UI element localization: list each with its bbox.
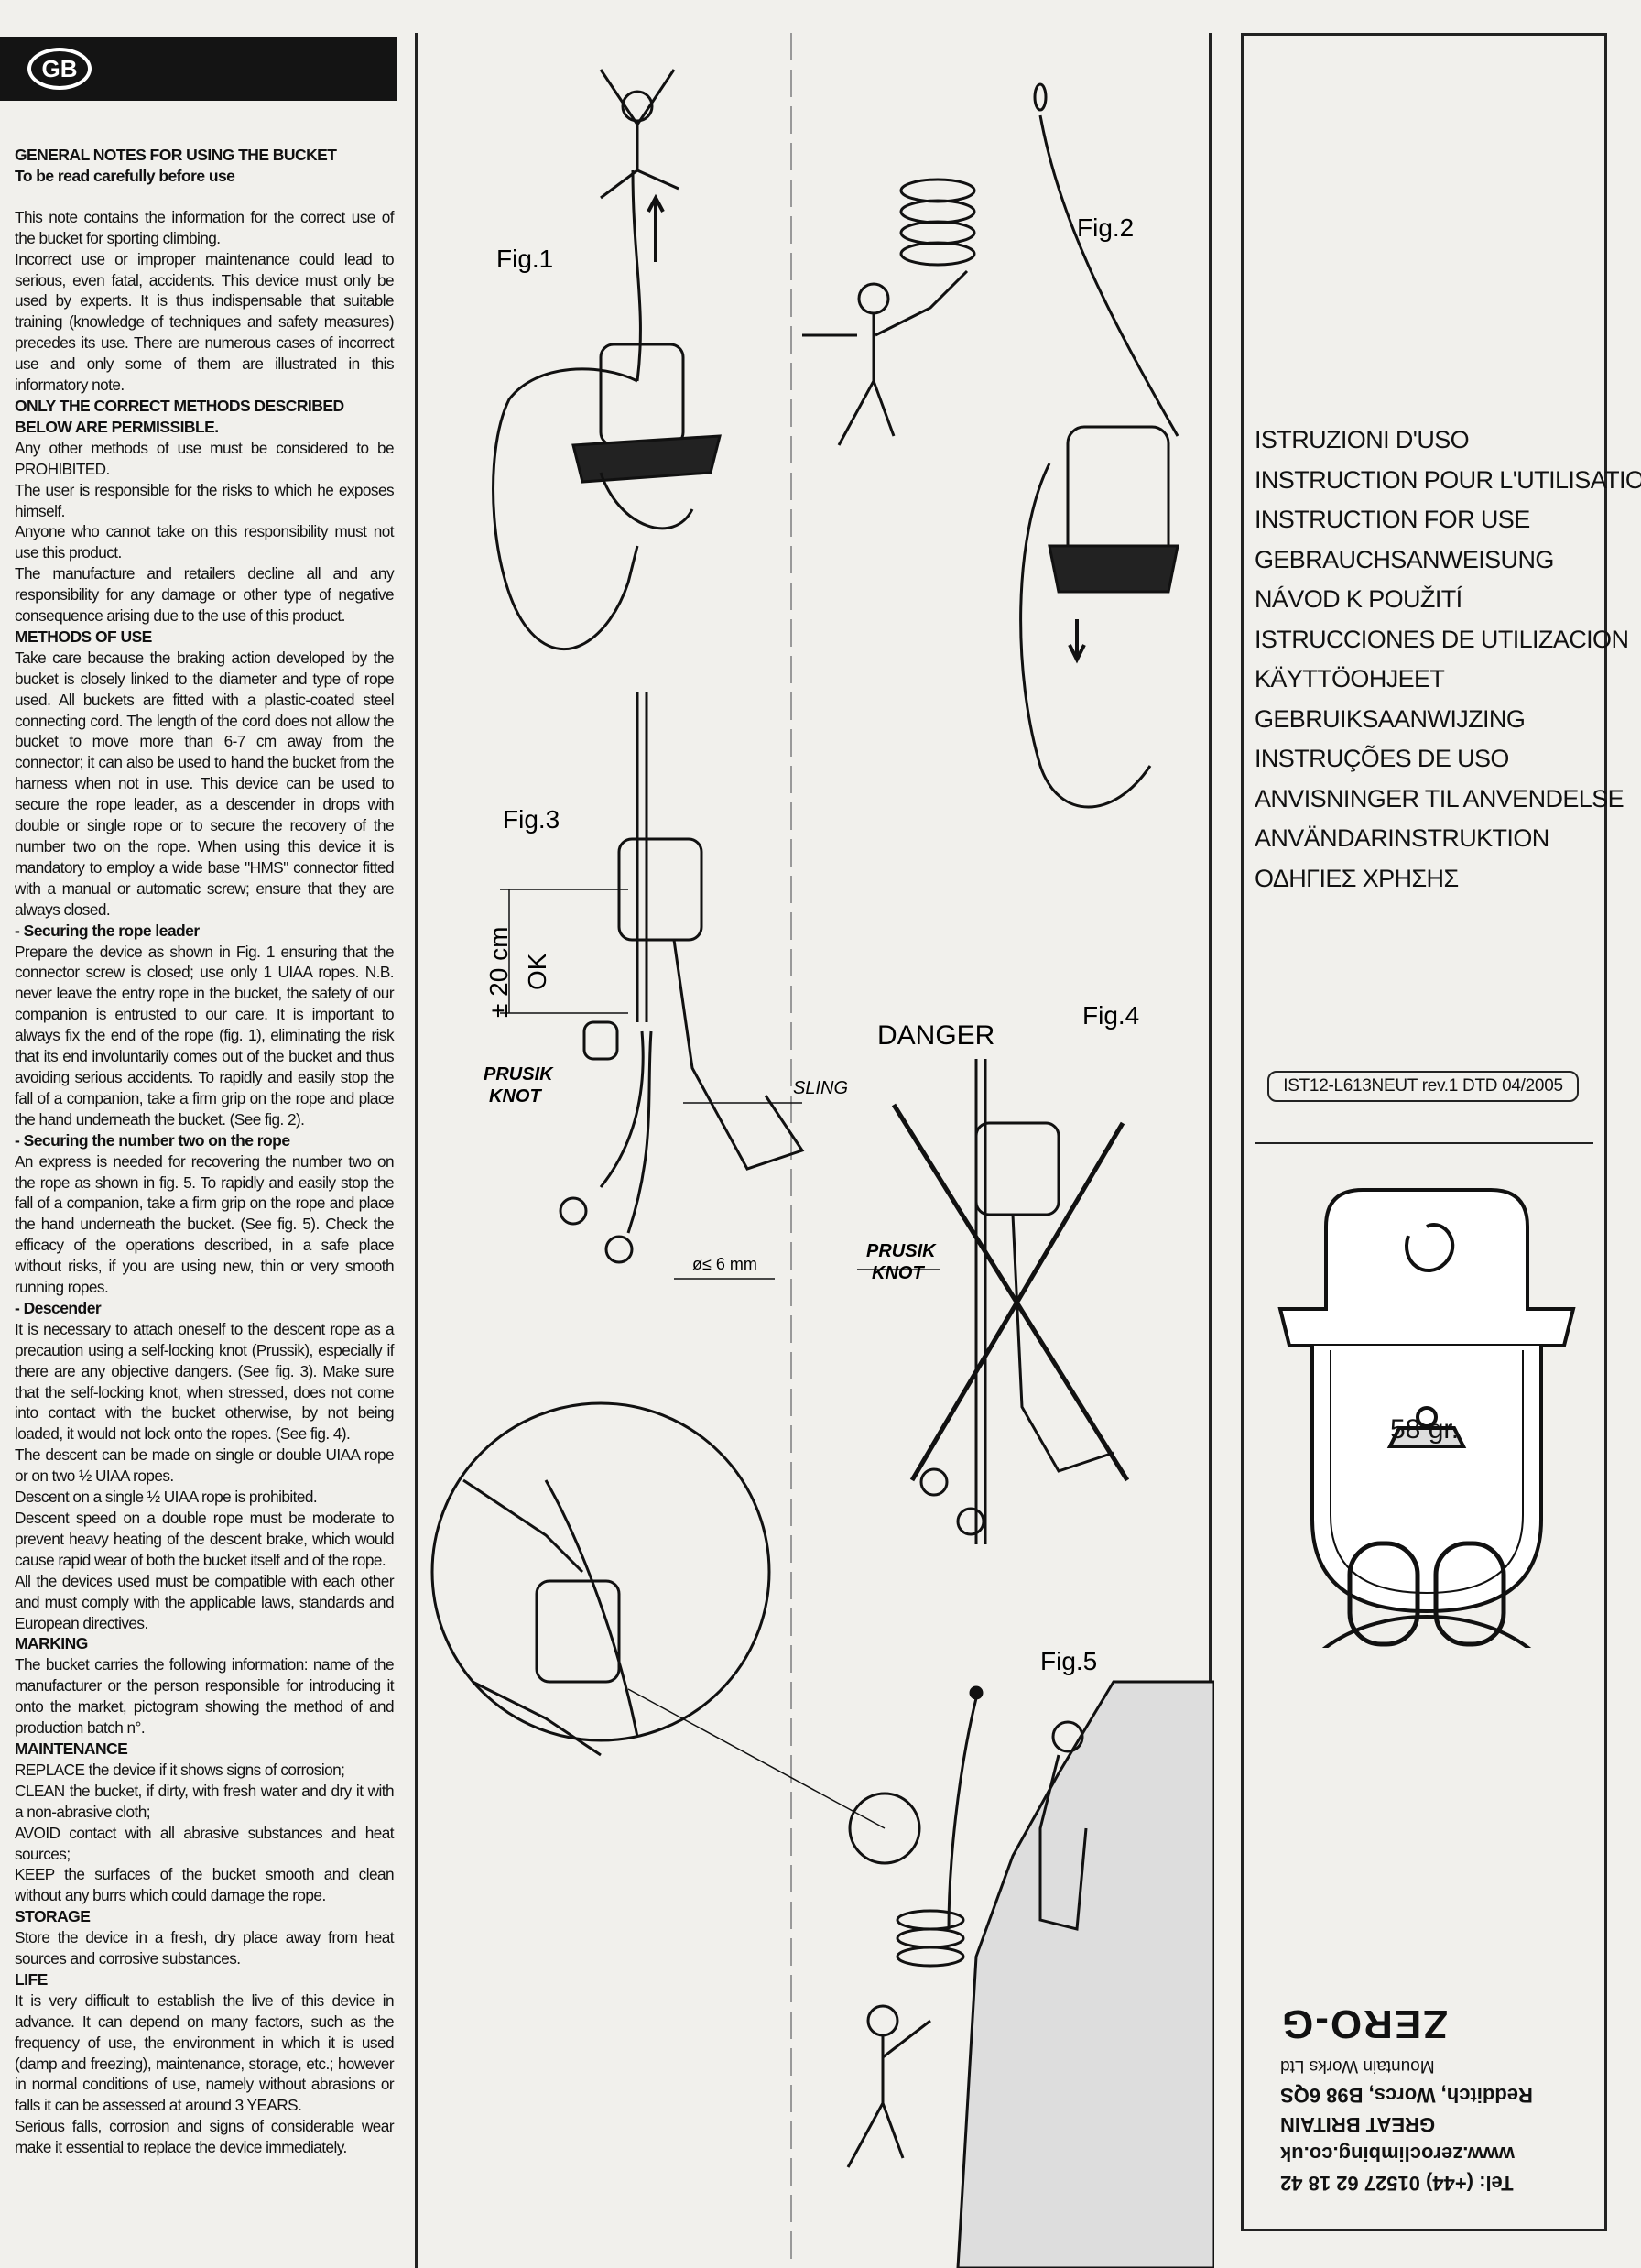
paragraph: Descent on a single ½ UIAA rope is prohi… xyxy=(15,1488,318,1507)
danger-label: DANGER xyxy=(877,1020,994,1051)
paragraph: Descent speed on a double rope must be m… xyxy=(15,1509,395,1569)
knot-label-fig4: KNOT xyxy=(872,1263,925,1283)
language-item: GEBRUIKSAANWIJZING xyxy=(1255,704,1526,733)
fig4-illustration xyxy=(857,1059,1130,1544)
language-item: NÁVOD K POUŽITÍ xyxy=(1255,585,1462,613)
language-item: INSTRUÇÕES DE USO xyxy=(1255,745,1509,772)
section-heading: - Securing the number two on the rope xyxy=(15,1130,290,1150)
company-info: Tel: (+44) 01527 62 18 42 www.zeroclimbi… xyxy=(1271,1923,1582,2197)
paragraph: This note contains the information for t… xyxy=(15,207,395,247)
company-address: Redditch, Worcs, B98 6QS xyxy=(1280,2084,1533,2107)
paragraph: Store the device in a fresh, dry place a… xyxy=(15,1928,395,1968)
prusik-label: PRUSIK xyxy=(484,1064,554,1085)
prusik-label-fig4: PRUSIK xyxy=(866,1241,937,1261)
paragraph: Anyone who cannot take on this responsib… xyxy=(15,522,395,562)
section-heading: LIFE xyxy=(15,1969,48,1989)
document-reference: IST12-L613NEUT rev.1 DTD 04/2005 xyxy=(1267,1071,1579,1102)
paragraph: An express is needed for recovering the … xyxy=(15,1151,395,1297)
language-item: ISTRUZIONI D'USO xyxy=(1255,426,1470,453)
language-list: ISTRUZIONI D'USO INSTRUCTION POUR L'UTIL… xyxy=(1255,420,1641,899)
fig4-label: Fig.4 xyxy=(1082,1001,1139,1030)
section-heading: - Securing the rope leader xyxy=(15,921,200,940)
fig1-illustration xyxy=(492,69,722,650)
diameter-label: ø≤ 6 mm xyxy=(692,1255,757,1273)
company-name: Mountain Works Ltd xyxy=(1280,2056,1435,2076)
device-weight: 58 gr. xyxy=(1390,1414,1460,1445)
instructions-text: GENERAL NOTES FOR USING THE BUCKET To be… xyxy=(15,145,395,2158)
dimension-label: ± 20 cm xyxy=(484,927,513,1018)
instructions-column: GB GENERAL NOTES FOR USING THE BUCKET To… xyxy=(0,0,397,2268)
company-web: www.zeroclimbing.co.uk xyxy=(1280,2143,1515,2165)
fig5-illustration xyxy=(430,1401,1214,2268)
fig5-label: Fig.5 xyxy=(1040,1647,1097,1675)
section-heading: METHODS OF USE xyxy=(15,627,152,646)
figures-illustration: Fig.1 Fig.2 xyxy=(430,33,1214,2268)
divider xyxy=(1255,1142,1593,1144)
section-heading: - Descender xyxy=(15,1298,102,1317)
paragraph: The user is responsible for the risks to… xyxy=(15,480,395,520)
paragraph: It is very difficult to establish the li… xyxy=(15,1990,395,2115)
paragraph: It is necessary to attach oneself to the… xyxy=(15,1319,395,1444)
section-heading: MAINTENANCE xyxy=(15,1739,128,1758)
paragraph: Serious falls, corrosion and signs of co… xyxy=(15,2117,395,2157)
language-item: ΟΔΗΓΙΕΣ ΧΡΗΣΗΣ xyxy=(1255,864,1459,892)
section-heading: STORAGE xyxy=(15,1907,91,1926)
paragraph: Incorrect use or improper maintenance co… xyxy=(15,249,395,395)
paragraph: CLEAN the bucket, if dirty, with fresh w… xyxy=(15,1781,395,1821)
paragraph: Any other methods of use must be conside… xyxy=(15,438,395,478)
paragraph: The descent can be made on single or dou… xyxy=(15,1445,395,1486)
company-country: GREAT BRITAIN xyxy=(1280,2113,1436,2136)
device-illustration xyxy=(1277,1188,1576,1648)
paragraph: The bucket carries the following informa… xyxy=(15,1655,395,1738)
fig3-label: Fig.3 xyxy=(503,805,560,834)
paragraph: All the devices used must be compatible … xyxy=(15,1571,395,1632)
language-item: ISTRUCCIONES DE UTILIZACION xyxy=(1255,625,1629,653)
doc-title: GENERAL NOTES FOR USING THE BUCKET xyxy=(15,146,337,164)
language-item: INSTRUCTION POUR L'UTILISATION xyxy=(1255,465,1641,494)
paragraph: The manufacture and retailers decline al… xyxy=(15,564,395,626)
company-tel: Tel: (+44) 01527 62 18 42 xyxy=(1280,2172,1514,2195)
language-item: GEBRAUCHSANWEISUNG xyxy=(1255,545,1554,573)
paragraph: Prepare the device as shown in Fig. 1 en… xyxy=(15,942,395,1129)
fig2-illustration xyxy=(802,82,1179,809)
ok-label: OK xyxy=(523,953,551,990)
language-item: KÄYTTÖOHJEET xyxy=(1255,665,1445,692)
sling-label: SLING xyxy=(793,1078,848,1098)
warning-heading: ONLY THE CORRECT METHODS DESCRIBED BELOW… xyxy=(15,396,344,436)
device-bottom-view xyxy=(1321,1615,1532,1648)
fig3-illustration xyxy=(500,692,805,1280)
figures-panel: Fig.1 Fig.2 xyxy=(415,33,1214,2268)
doc-subtitle: To be read carefully before use xyxy=(15,166,235,185)
language-item: ANVÄNDARINSTRUKTION xyxy=(1255,824,1549,852)
paragraph: KEEP the surfaces of the bucket smooth a… xyxy=(15,1865,395,1905)
language-item: ANVISNINGER TIL ANVENDELSE xyxy=(1255,784,1625,812)
fig2-label: Fig.2 xyxy=(1077,213,1134,242)
paragraph: REPLACE the device if it shows signs of … xyxy=(15,1760,345,1779)
cover-panel: ISTRUZIONI D'USO INSTRUCTION POUR L'UTIL… xyxy=(1241,33,1641,2231)
fig1-label: Fig.1 xyxy=(496,245,553,273)
language-item: INSTRUCTION FOR USE xyxy=(1255,506,1530,533)
knot-label: KNOT xyxy=(489,1086,542,1107)
paragraph: AVOID contact with all abrasive substanc… xyxy=(15,1823,395,1863)
section-heading: MARKING xyxy=(15,1634,88,1653)
language-badge: GB xyxy=(27,48,92,90)
paragraph: Take care because the braking action dev… xyxy=(15,648,395,919)
brand-logo: ZERO-G xyxy=(1280,2001,1449,2046)
